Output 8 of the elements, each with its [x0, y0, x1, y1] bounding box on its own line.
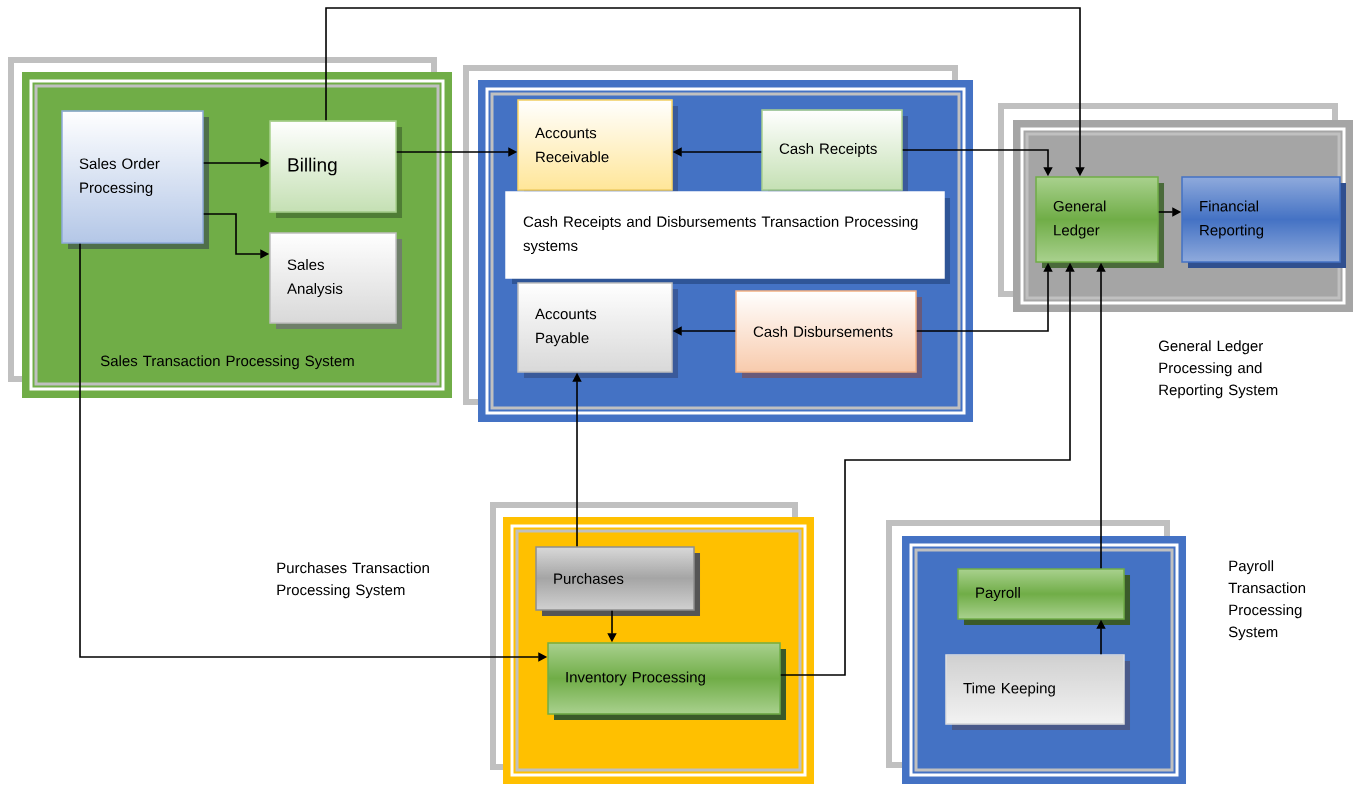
process-box: Accounts Payable: [517, 282, 678, 378]
process-box: Accounts Receivable: [517, 99, 678, 196]
banner-box: Cash Receipts and Disbursements Transaction Processing systems: [505, 191, 950, 284]
process-box: Cash Disbursements: [735, 290, 922, 378]
panel-caption: Purchases Transaction Processing System: [277, 562, 429, 599]
panel-caption: Payroll Transaction Processing System: [1228, 560, 1306, 641]
panel-caption: General Ledger Processing and Reporting System: [1158, 340, 1278, 399]
process-box: Cash Receipts: [761, 109, 908, 196]
